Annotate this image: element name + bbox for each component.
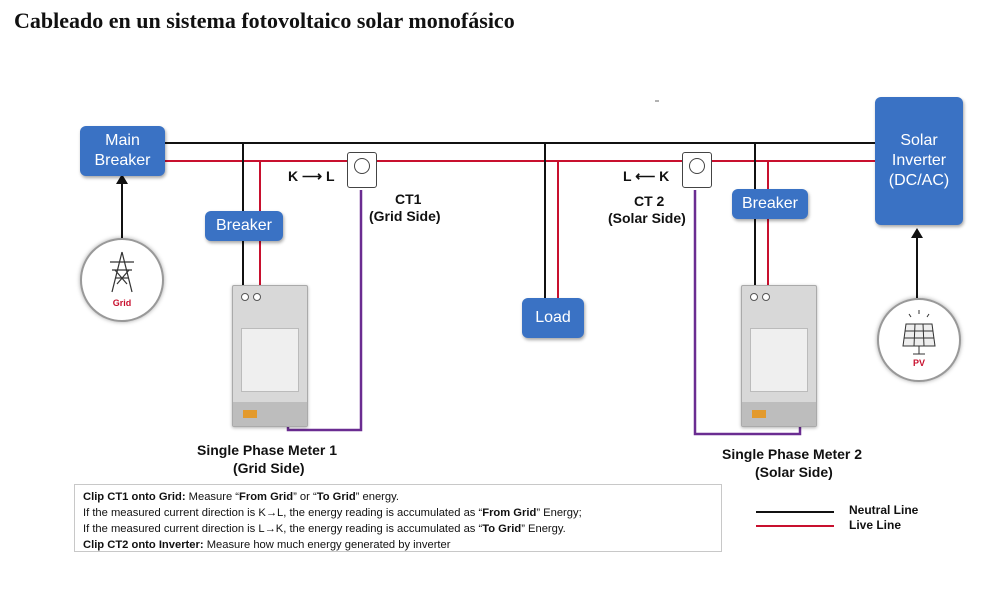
explanation-note: Clip CT1 onto Grid: Measure “From Grid” …: [74, 484, 722, 552]
breaker-2-box: Breaker: [732, 189, 808, 219]
ct2-direction: L ⟵ K: [623, 168, 670, 184]
ct1-name: CT1: [395, 191, 422, 207]
meter-1-screen: [241, 328, 299, 392]
ct1-side: (Grid Side): [369, 208, 441, 224]
legend-live-swatch: [756, 525, 834, 527]
ct2-clamp-icon: [682, 152, 712, 188]
ct2-name: CT 2: [634, 193, 665, 209]
legend-neutral-label: Neutral Line: [849, 503, 919, 517]
meter-2-device: [741, 285, 817, 427]
legend-live-label: Live Line: [849, 518, 902, 532]
solar-inverter-box: Solar Inverter (DC/AC): [875, 97, 963, 225]
meter-1-name: Single Phase Meter 1: [197, 442, 338, 458]
meter-1-device: [232, 285, 308, 427]
page-title: Cableado en un sistema fotovoltaico sola…: [14, 8, 515, 33]
legend-neutral-swatch: [756, 511, 834, 513]
breaker-1-box: Breaker: [205, 211, 283, 241]
load-box: Load: [522, 298, 584, 338]
meter-1-side: (Grid Side): [233, 460, 305, 476]
grid-circle: Grid: [80, 238, 164, 322]
note-line-4: Clip CT2 onto Inverter: Measure how much…: [83, 539, 451, 551]
ct1-clamp-icon: [347, 152, 377, 188]
pv-circle: PV: [877, 298, 961, 382]
ct2-side: (Solar Side): [608, 210, 686, 226]
main-breaker-box: Main Breaker: [80, 126, 165, 176]
meter-2-name: Single Phase Meter 2: [722, 446, 863, 462]
note-line-2: If the measured current direction is K→L…: [83, 507, 582, 519]
ct1-direction: K ⟶ L: [288, 168, 335, 184]
solar-panel-icon: [902, 310, 936, 355]
ct2-signal-wire: [693, 190, 802, 436]
meter-2-side: (Solar Side): [755, 464, 833, 480]
note-line-1: Clip CT1 onto Grid: Measure “From Grid” …: [83, 491, 399, 503]
note-line-3: If the measured current direction is L→K…: [83, 523, 566, 535]
grid-label: Grid: [112, 298, 132, 308]
pv-label: PV: [912, 358, 925, 368]
meter-2-screen: [750, 328, 808, 392]
pv-arrow-head: [911, 228, 923, 238]
grid-arrow-head: [116, 174, 128, 184]
transmission-tower-icon: [110, 251, 134, 293]
